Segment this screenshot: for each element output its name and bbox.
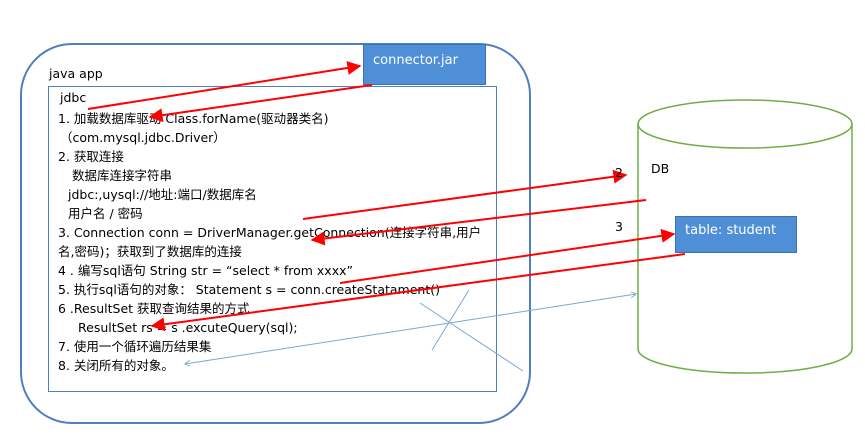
jdbc-step-5: 5. 执行sql语句的对象： Statement s = conn.create… [58,282,440,297]
table-student-box [675,216,797,253]
step-label-3: 3 [615,219,623,234]
connector-jar-box [363,44,486,85]
jdbc-step-2: 2. 获取连接 [58,149,124,164]
jdbc-step-8: 8. 关闭所有的对象。 [58,358,174,373]
jdbc-step-7: 7. 使用一个循环遍历结果集 [58,339,212,354]
jdbc-step-2-detail-b: jdbc:,uysql://地址:端口/数据库名 [68,187,257,202]
jdbc-step-3: 3. Connection conn = DriverManager.getCo… [58,225,482,240]
jdbc-step-1-detail: （com.mysql.jdbc.Driver） [60,130,226,145]
db-label: DB [651,161,670,176]
java-app-label: java app [49,66,103,81]
jdbc-step-3-cont: 名,密码)；获取到了数据库的连接 [58,244,242,259]
jdbc-step-6: 6 .ResultSet 获取查询结果的方式 [58,301,250,316]
jdbc-title: jdbc [60,90,87,105]
jdbc-step-1: 1. 加载数据库驱动 Class.forName(驱动器类名) [58,111,329,126]
jdbc-step-2-detail-c: 用户名 / 密码 [68,206,143,221]
step-label-2: 2 [615,165,623,180]
jdbc-step-4: 4 . 编写sql语句 String str = “select * from … [58,263,353,278]
table-student-label: table: student [685,223,777,238]
jdbc-step-2-detail-a: 数据库连接字符串 [72,168,173,183]
jdbc-step-6-detail: ResultSet rs = s .excuteQuery(sql); [78,320,298,335]
connector-jar-label: connector.jar [373,53,458,68]
